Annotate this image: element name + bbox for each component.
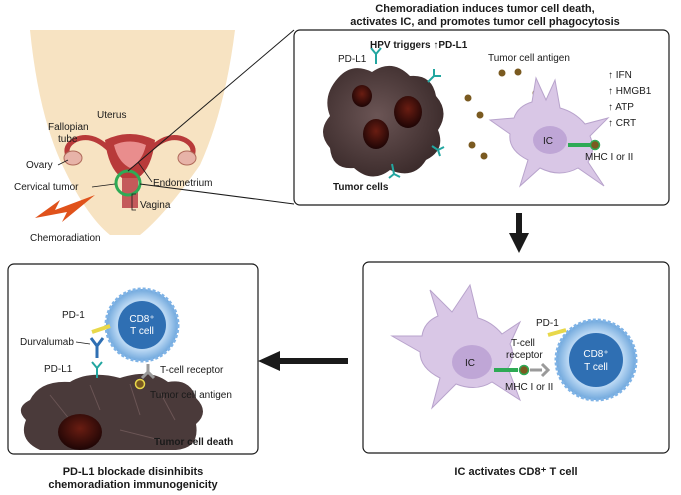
- arrow-down: [509, 213, 529, 253]
- label-tumor-antigen: Tumor cell antigen: [488, 53, 570, 64]
- panel3-caption-line2: chemoradiation immunogenicity: [48, 479, 218, 491]
- fallopian-tube-left: [64, 135, 112, 157]
- lightning-icon: [35, 195, 95, 222]
- cd8-t-cell-panel2: [554, 318, 638, 402]
- tumor-antigens: [464, 68, 540, 160]
- ic-nucleus: [533, 126, 567, 154]
- body-silhouette: [30, 30, 235, 235]
- tcr-receptor-panel2: [530, 362, 551, 378]
- label-durvalumab: Durvalumab: [20, 337, 74, 348]
- label-cd8-line1-panel2: CD8⁺: [583, 349, 608, 360]
- anatomy-illustration: [30, 30, 235, 235]
- panel1-title-line1: Chemoradiation induces tumor cell death,: [375, 3, 594, 15]
- arrow-left: [258, 351, 348, 371]
- marker-atp: ↑ ATP: [608, 102, 634, 113]
- label-mhc-panel2: MHC I or II: [505, 382, 553, 393]
- ic-body: [390, 283, 522, 410]
- label-tcr-line1: T-cell: [511, 338, 535, 349]
- ovary-leader: [57, 159, 69, 166]
- panel3-caption-line1: PD-L1 blockade disinhibits: [63, 466, 204, 478]
- label-fallopian-line1: Fallopian: [48, 122, 89, 133]
- antigen-panel3: [134, 378, 146, 390]
- tumor-nucleus: [394, 96, 422, 128]
- label-pd1-panel3: PD-1: [62, 310, 85, 321]
- label-pdl1: PD-L1: [338, 54, 367, 65]
- immune-cell-ic-panel2: [390, 283, 522, 410]
- marker-hmgb1: ↑ HMGB1: [608, 86, 652, 97]
- tcr-receptor-panel3: [140, 364, 156, 380]
- vagina-shape: [122, 178, 138, 208]
- ic-nucleus: [452, 345, 492, 379]
- label-cd8-line2-panel3: T cell: [130, 326, 154, 337]
- durvalumab-antibody-icon: [89, 337, 105, 358]
- panel2-caption: IC activates CD8⁺ T cell: [454, 466, 577, 478]
- label-ovary: Ovary: [26, 160, 53, 171]
- marker-crt: ↑ CRT: [608, 118, 636, 129]
- label-ic-panel2: IC: [465, 358, 475, 369]
- pdl1-receptor-icon: [370, 47, 445, 179]
- label-cervical-tumor: Cervical tumor: [14, 182, 79, 193]
- label-mhc: MHC I or II: [585, 152, 633, 163]
- pd1-receptor-panel3: [91, 324, 111, 334]
- label-fallopian-line2: tube: [58, 134, 78, 145]
- label-cd8-line1-panel3: CD8⁺: [129, 314, 154, 325]
- pd1-receptor-panel2: [547, 328, 567, 337]
- label-hpv-triggers: HPV triggers ↑PD-L1: [370, 40, 468, 51]
- mhc-antigen-panel2: [518, 364, 530, 376]
- label-vagina: Vagina: [140, 200, 171, 211]
- label-pdl1-panel3: PD-L1: [44, 364, 73, 375]
- label-tcr-panel3: T-cell receptor: [160, 365, 224, 376]
- label-tumor-antigen-panel3: Tumor cell antigen: [150, 390, 232, 401]
- label-chemoradiation: Chemoradiation: [30, 233, 101, 244]
- durvalumab-leader: [75, 341, 91, 345]
- label-cd8-line2-panel2: T cell: [584, 362, 608, 373]
- tumor-cells: [323, 65, 444, 177]
- label-tumor-death: Tumor cell death: [154, 437, 233, 448]
- panel1-title-line2: activates IC, and promotes tumor cell ph…: [350, 16, 620, 28]
- ovary-right: [177, 150, 197, 166]
- cervical-leader: [91, 183, 116, 188]
- label-ic: IC: [543, 136, 553, 147]
- label-uterus: Uterus: [97, 110, 126, 121]
- cd8-t-cell-panel3: [104, 287, 180, 363]
- zoom-line-top: [127, 29, 295, 172]
- tumor-mass: [323, 65, 444, 177]
- pdl1-receptor-panel3: [91, 361, 103, 378]
- dying-tumor-cell: [20, 373, 203, 450]
- label-tumor-cells: Tumor cells: [333, 182, 389, 193]
- tumor-nucleus: [363, 119, 389, 149]
- mhc-antigen: [589, 139, 601, 151]
- fallopian-tube-right: [148, 135, 196, 157]
- label-endometrium: Endometrium: [153, 178, 212, 189]
- endometrium-leader: [137, 161, 153, 183]
- vagina-bracket: [131, 193, 136, 211]
- zoom-line-bottom: [139, 183, 295, 205]
- label-tcr-line2: receptor: [506, 350, 543, 361]
- endometrium-shape: [114, 141, 146, 168]
- tumor-nucleus: [352, 85, 372, 107]
- ovary-left: [63, 150, 83, 166]
- marker-ifn: ↑ IFN: [608, 70, 632, 81]
- label-pd1-panel2: PD-1: [536, 318, 559, 329]
- immune-cell-ic: [488, 76, 610, 188]
